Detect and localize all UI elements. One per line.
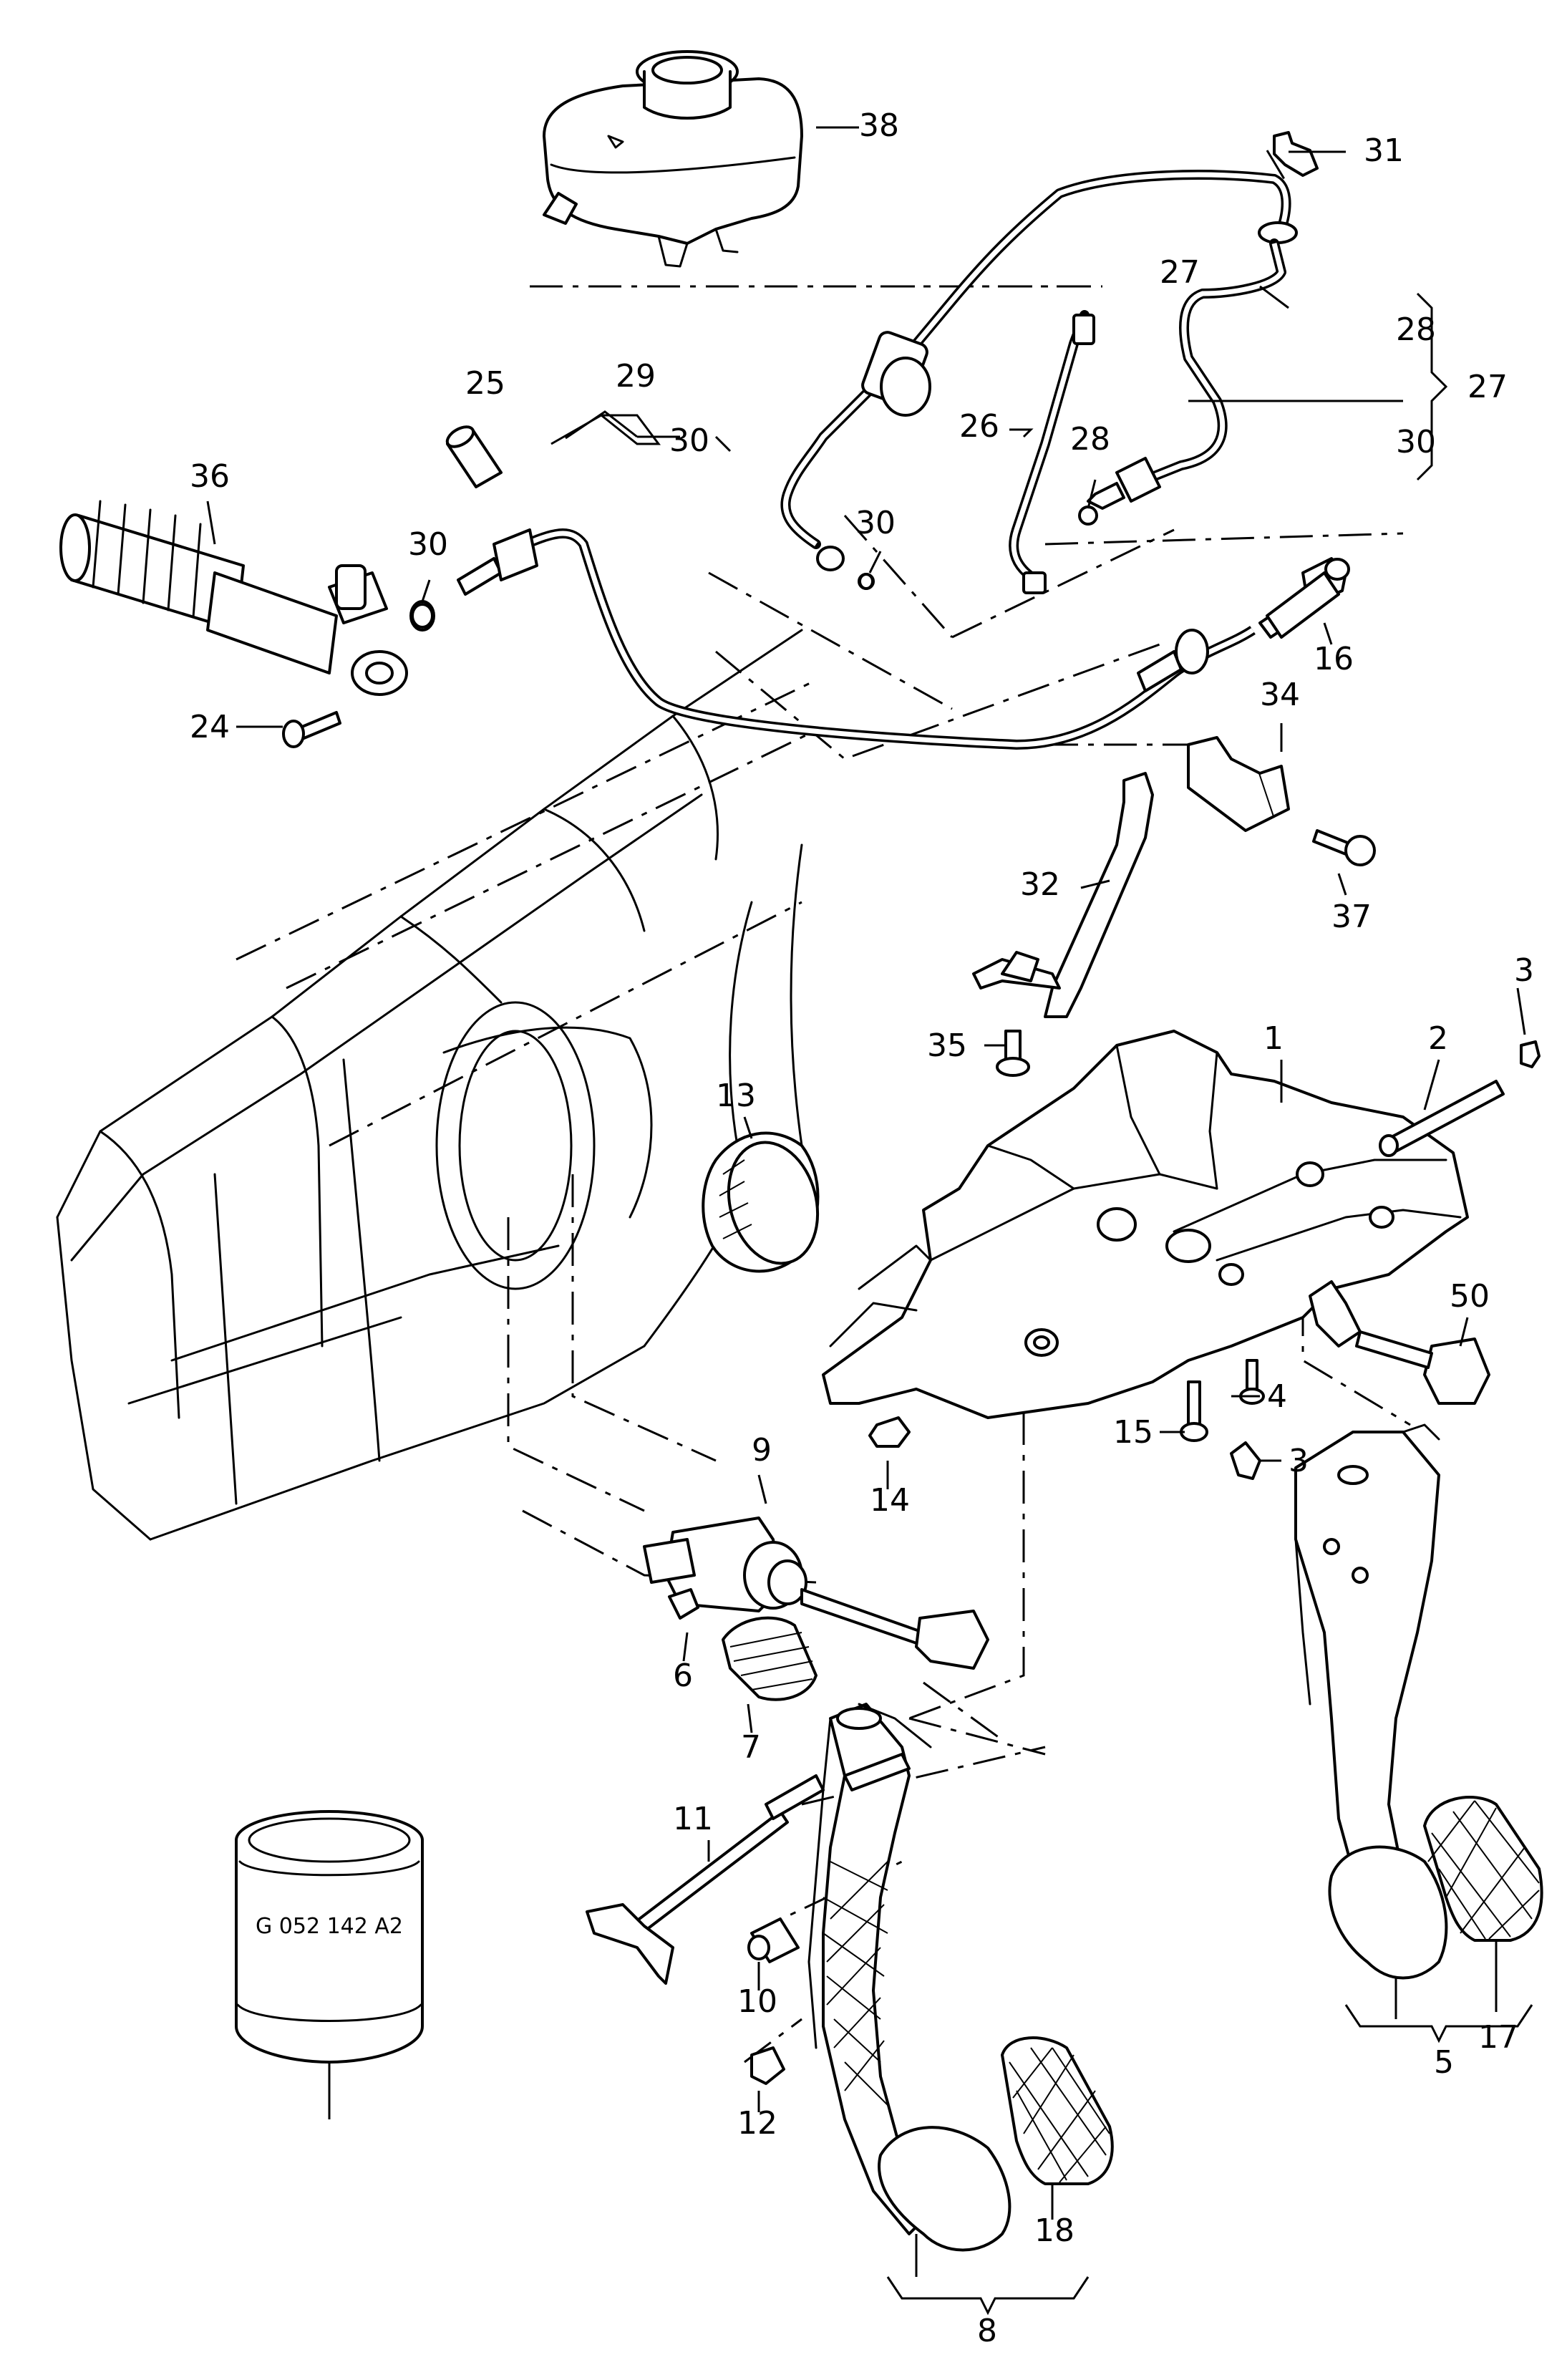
firewall-bulkhead xyxy=(56,629,803,1541)
callout-5: 5 xyxy=(1434,2044,1454,2081)
over-centre-spring-11 xyxy=(586,1774,825,1985)
callout-25: 25 xyxy=(465,365,505,402)
brake-pipe-system xyxy=(780,170,1298,594)
nut-37 xyxy=(1355,1330,1490,1405)
callout-labels: 38 31 27 28 27 30 26 28 25 29 30 30 30 3… xyxy=(190,107,1534,2349)
callout-14: 14 xyxy=(870,1482,910,1519)
callout-11: 11 xyxy=(673,1801,713,1837)
callout-3-lower: 3 xyxy=(1289,1443,1309,1479)
clip-3-lower xyxy=(1230,1441,1261,1480)
callout-26: 26 xyxy=(959,408,999,445)
callout-10: 10 xyxy=(737,1983,777,2020)
callout-6: 6 xyxy=(673,1658,693,1694)
callout-9: 9 xyxy=(752,1432,772,1469)
bolt-15 xyxy=(1180,1380,1208,1442)
callout-35: 37 xyxy=(1331,899,1372,935)
callout-27-upper: 27 xyxy=(1160,254,1200,291)
bracket-33 xyxy=(1187,736,1290,832)
boot-7 xyxy=(722,1616,818,1701)
clip-12 xyxy=(750,2046,785,2085)
pedal-bracket-1 xyxy=(822,1030,1469,1419)
pedal-pad-18 xyxy=(1001,2036,1114,2185)
callout-36: 35 xyxy=(927,1027,967,1064)
callout-12: 12 xyxy=(737,2105,777,2142)
callout-8: 8 xyxy=(977,2313,997,2349)
callout-13: 13 xyxy=(716,1078,756,1114)
callout-leaders xyxy=(206,126,1533,2316)
brake-fluid-reservoir xyxy=(543,50,803,268)
bolt-24 xyxy=(282,711,341,748)
clutch-pedal-8 xyxy=(807,1703,1011,2252)
callout-17: 17 xyxy=(1478,2019,1518,2056)
sender-9 xyxy=(643,1516,989,1670)
callout-30-left: 30 xyxy=(408,526,448,563)
nut-14 xyxy=(868,1416,911,1448)
callout-27-right: 27 xyxy=(1467,369,1508,405)
callout-30-top: 30 xyxy=(669,422,709,459)
bracket-32 xyxy=(972,772,1154,1018)
callout-24: 24 xyxy=(190,709,230,745)
bolt-35 xyxy=(1312,829,1376,866)
callout-29: 29 xyxy=(616,358,656,395)
callout-28-right: 28 xyxy=(1396,311,1436,348)
clip-6 xyxy=(668,1588,699,1620)
callout-37: 50 xyxy=(1450,1278,1490,1315)
callout-2: 2 xyxy=(1428,1020,1448,1057)
clip-3-top xyxy=(1520,1040,1541,1068)
callout-1: 1 xyxy=(1263,1020,1284,1057)
connector-16 xyxy=(1266,571,1340,639)
callout-33: 34 xyxy=(1260,677,1300,713)
pin-2 xyxy=(1379,1080,1505,1157)
callout-38: 38 xyxy=(859,107,899,144)
slave-cylinder-34 xyxy=(59,500,435,696)
callout-30-mid: 30 xyxy=(855,505,896,541)
seal-rings-30 xyxy=(411,573,874,629)
pedal-pad-17 xyxy=(1423,1796,1543,1942)
hose-clip-31 xyxy=(1273,131,1319,177)
sleeve-13 xyxy=(702,1131,820,1273)
assembly-leaders xyxy=(236,150,1411,2064)
grease-can-50 xyxy=(235,1810,424,2064)
callout-3-top: 3 xyxy=(1514,952,1534,989)
bush-10 xyxy=(747,1917,800,1963)
bolt-4 xyxy=(1239,1359,1265,1405)
bush-25 xyxy=(445,425,503,488)
callout-34: 36 xyxy=(190,458,230,495)
callout-18: 18 xyxy=(1034,2212,1074,2249)
callout-28: 28 xyxy=(1070,421,1110,458)
bolt-36 xyxy=(996,951,1039,1077)
callout-30-right: 30 xyxy=(1396,424,1436,460)
callout-4: 4 xyxy=(1267,1378,1287,1415)
clutch-pipe-29 xyxy=(457,528,1350,750)
brake-pedal-5 xyxy=(1294,1423,1448,1980)
callout-32: 32 xyxy=(1020,866,1060,903)
callout-16: 16 xyxy=(1314,641,1354,677)
grease-can-label: G 052 142 A2 xyxy=(256,1914,403,1939)
callout-15: 15 xyxy=(1113,1414,1153,1451)
callout-7: 7 xyxy=(741,1729,761,1766)
callout-31: 31 xyxy=(1364,132,1404,169)
